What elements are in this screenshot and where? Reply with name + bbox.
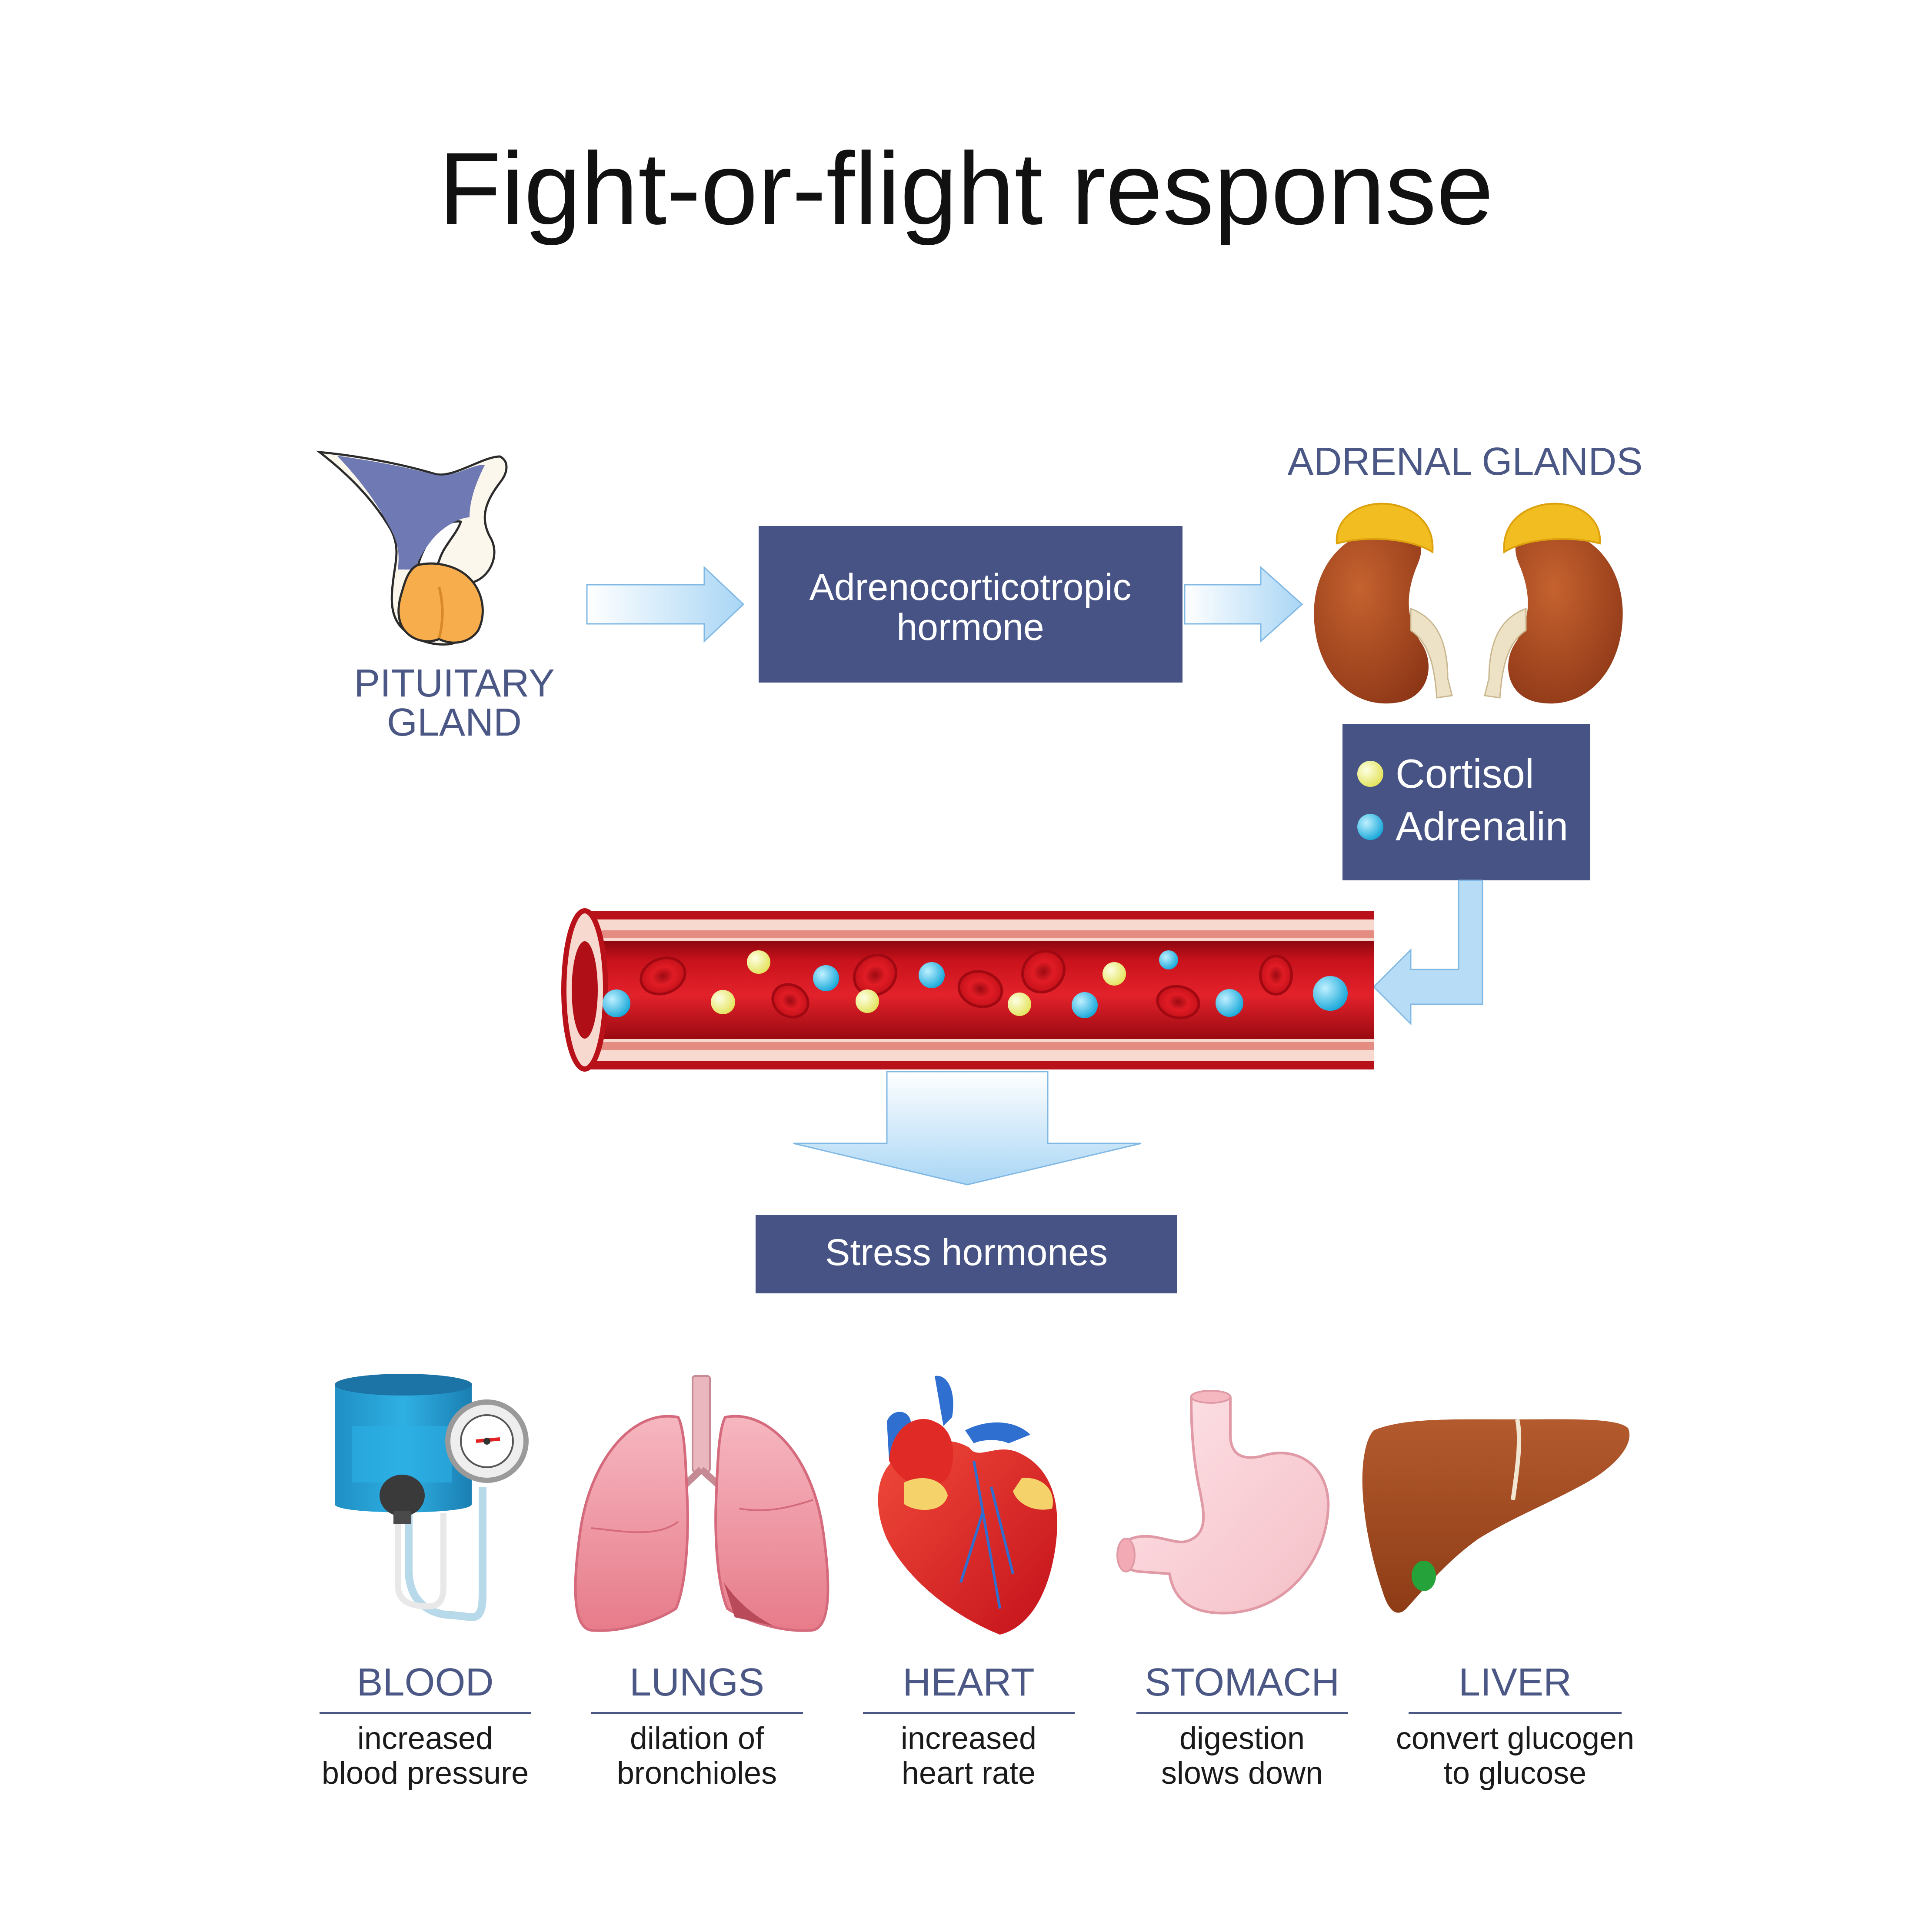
blood-pressure-cuff-icon bbox=[335, 1374, 529, 1622]
organ-divider bbox=[863, 1712, 1075, 1714]
hormones-box bbox=[1342, 724, 1590, 880]
organ-effect-line1: dilation of bbox=[630, 1721, 764, 1756]
acth-box-line1: Adrenocorticotropic bbox=[809, 566, 1132, 608]
organ-effect-line1: digestion bbox=[1179, 1721, 1305, 1756]
adrenal-glands-illustration bbox=[1314, 503, 1623, 704]
cortisol-label: Cortisol bbox=[1396, 751, 1534, 796]
organ-heart: HEART increased heart rate bbox=[863, 1661, 1075, 1791]
organ-lungs: LUNGS dilation of bronchioles bbox=[591, 1661, 803, 1791]
organ-name-lungs: LUNGS bbox=[630, 1661, 764, 1704]
heart-icon bbox=[878, 1376, 1057, 1635]
arrow-pituitary-to-acth bbox=[586, 566, 745, 643]
pituitary-label-line1: PITUITARY bbox=[354, 662, 555, 705]
organ-effect-line2: heart rate bbox=[902, 1756, 1036, 1791]
stomach-icon bbox=[1116, 1390, 1330, 1615]
organ-effect-line2: blood pressure bbox=[322, 1756, 529, 1791]
organ-effect-line2: to glucose bbox=[1444, 1756, 1586, 1791]
arrow-acth-to-adrenal bbox=[1184, 566, 1303, 643]
organ-liver: LIVER convert glucogen to glucose bbox=[1396, 1661, 1634, 1791]
organ-divider bbox=[1409, 1712, 1622, 1714]
pituitary-gland-illustration bbox=[316, 450, 508, 646]
adrenal-glands-label: ADRENAL GLANDS bbox=[1288, 440, 1643, 483]
organ-name-heart: HEART bbox=[903, 1661, 1034, 1704]
organ-effect-line1: increased bbox=[357, 1721, 493, 1756]
organ-divider bbox=[591, 1712, 803, 1714]
organ-effect-line2: bronchioles bbox=[617, 1756, 777, 1791]
liver-icon bbox=[1362, 1419, 1630, 1613]
arrow-vessel-to-stress-hormones bbox=[793, 1071, 1142, 1186]
organ-blood: BLOOD increased blood pressure bbox=[320, 1661, 531, 1791]
lungs-icon bbox=[574, 1375, 829, 1632]
page-title: Fight-or-flight response bbox=[439, 131, 1494, 246]
organ-name-liver: LIVER bbox=[1459, 1661, 1572, 1704]
organ-effect-line2: slows down bbox=[1161, 1756, 1323, 1791]
organ-name-blood: BLOOD bbox=[356, 1661, 493, 1704]
blood-vessel-illustration bbox=[561, 908, 1374, 1072]
organ-divider bbox=[1136, 1712, 1348, 1714]
organ-effect-line1: increased bbox=[901, 1721, 1036, 1756]
adrenalin-dot-icon bbox=[1357, 814, 1383, 840]
organ-effect-line1: convert glucogen bbox=[1396, 1721, 1634, 1756]
stress-hormones-label: Stress hormones bbox=[825, 1232, 1108, 1273]
organ-divider bbox=[320, 1712, 531, 1714]
adrenalin-label: Adrenalin bbox=[1396, 803, 1568, 849]
stress-hormones-box bbox=[756, 1215, 1177, 1293]
organ-name-stomach: STOMACH bbox=[1145, 1661, 1339, 1704]
arrow-hormones-to-vessel bbox=[1372, 879, 1483, 1026]
acth-box bbox=[759, 526, 1183, 683]
organ-stomach: STOMACH digestion slows down bbox=[1136, 1661, 1348, 1791]
cortisol-dot-icon bbox=[1357, 761, 1383, 787]
acth-box-line2: hormone bbox=[896, 606, 1044, 648]
pituitary-label-line2: GLAND bbox=[387, 701, 522, 744]
